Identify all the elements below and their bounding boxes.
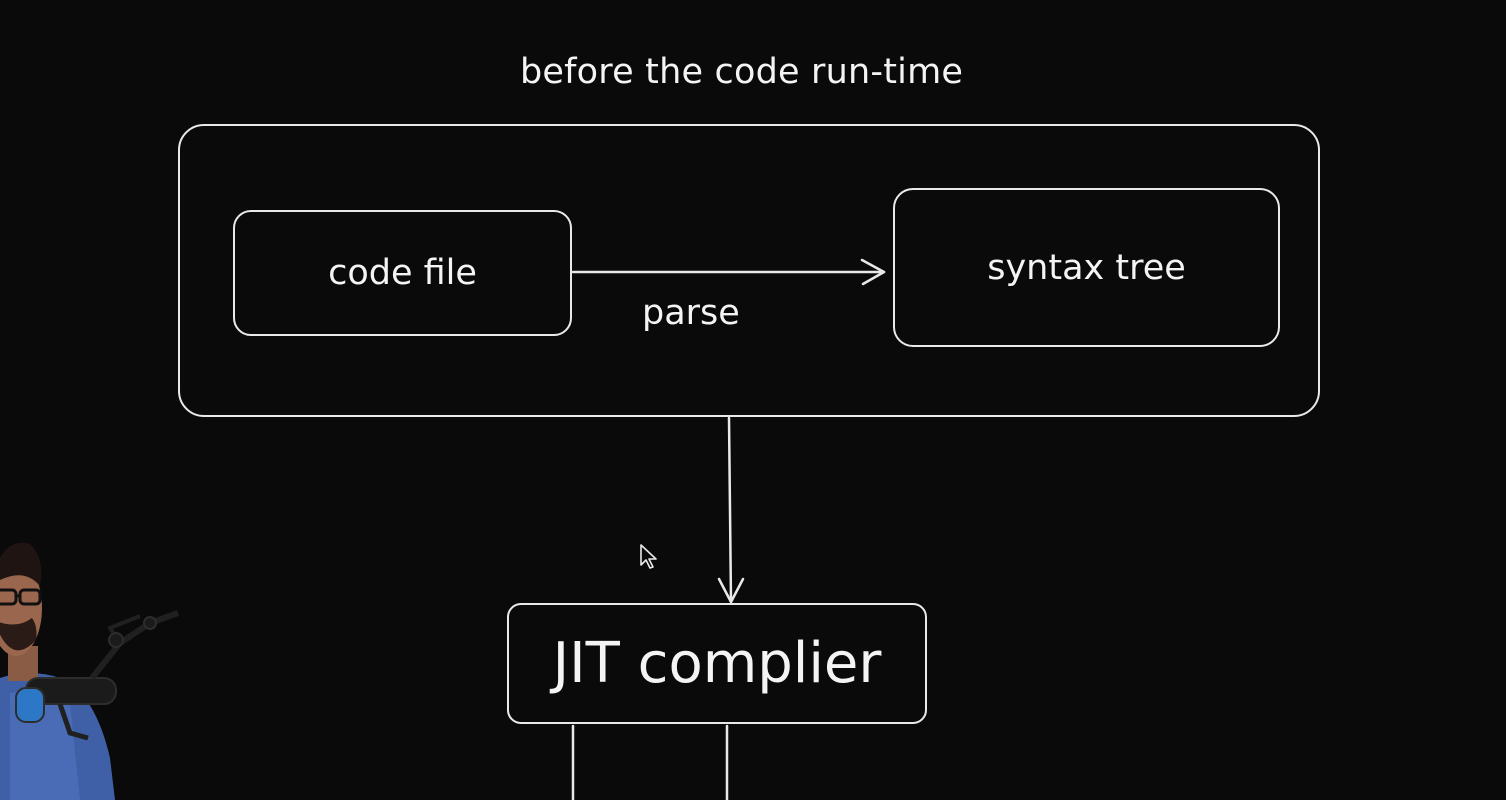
- jit-output-lines: [571, 724, 729, 800]
- mouse-pointer-icon: [640, 544, 657, 569]
- code-file-node: code file: [233, 210, 572, 336]
- parse-arrow: [571, 258, 886, 286]
- syntax-tree-node: syntax tree: [893, 188, 1280, 347]
- parse-edge-label: parse: [642, 293, 740, 333]
- jit-compiler-label: JIT complier: [552, 631, 882, 696]
- code-file-label: code file: [328, 253, 477, 293]
- presenter-webcam-image: [0, 542, 180, 800]
- jit-compiler-node: JIT complier: [507, 603, 927, 724]
- down-arrow: [717, 416, 745, 604]
- before-runtime-group: [178, 124, 1320, 417]
- syntax-tree-label: syntax tree: [987, 247, 1186, 288]
- diagram-title: before the code run-time: [520, 52, 964, 92]
